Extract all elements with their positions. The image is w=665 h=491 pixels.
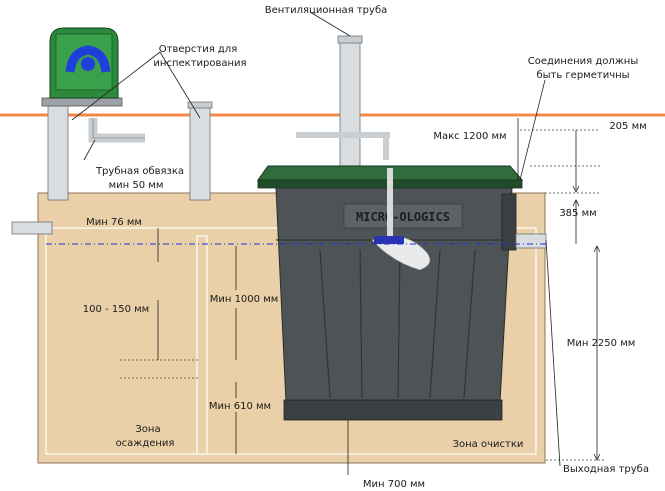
tank-ribs — [276, 239, 512, 399]
inlet-pipe — [11, 221, 53, 235]
min-610-label: Мин 610 мм — [209, 401, 271, 412]
tank-feet — [283, 399, 503, 421]
min-1000-label: Мин 1000 мм — [210, 294, 279, 305]
control-module-icon — [41, 27, 123, 107]
inspection-pipe-cap — [187, 101, 213, 109]
pipe-binding-label-1: Трубная обвязка — [95, 166, 184, 177]
sealed-joints-label-1: Соединения должны — [528, 56, 638, 67]
pipe-binding-label-2: мин 50 мм — [109, 180, 164, 191]
inspection-pipe-middle — [189, 103, 211, 201]
cleaning-zone-label: Зона очистки — [453, 439, 524, 450]
outlet-pipe — [515, 233, 547, 249]
brand-logo: MICRO-OLOGICS — [356, 210, 450, 224]
inspection-holes-label-1: Отверстия для — [159, 44, 237, 55]
vent-pipe — [339, 37, 361, 169]
max-depth-label: Макс 1200 мм — [433, 131, 506, 142]
dim-385-label: 385 мм — [559, 208, 596, 219]
outlet-pipe-label: Выходная труба — [563, 464, 649, 475]
settling-zone-label-1: Зона — [135, 424, 160, 435]
min-76-label: Мин 76 мм — [86, 217, 142, 228]
vent-pipe-label: Вентиляционная труба — [265, 5, 388, 16]
pipe-binding — [88, 118, 145, 143]
settling-zone-label-2: осаждения — [116, 438, 175, 449]
min-700-label: Мин 700 мм — [363, 479, 425, 490]
range-100-150-label: 100 - 150 мм — [83, 304, 149, 315]
inspection-pipe-left — [47, 99, 69, 201]
inspection-holes-label-2: инспектирования — [153, 58, 246, 69]
divider-wall — [196, 235, 208, 455]
sealed-joints-label-2: быть герметичны — [536, 70, 629, 81]
dim-205-label: 205 мм — [609, 121, 646, 132]
min-2250-label: Мин 2250 мм — [567, 338, 636, 349]
